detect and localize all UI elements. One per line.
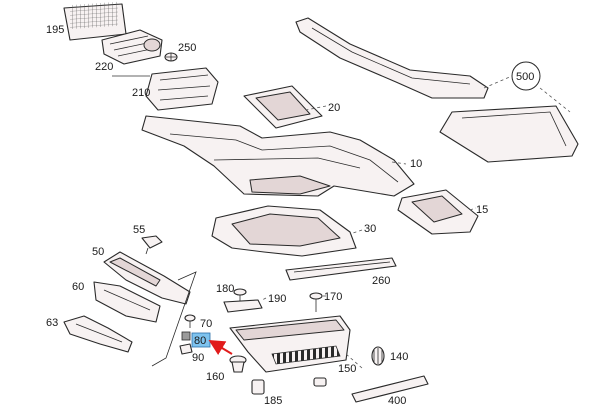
label-15: 15 <box>476 204 488 216</box>
part-150-storage-box[interactable] <box>229 315 351 373</box>
label-10: 10 <box>410 158 422 170</box>
part-30-lower-pan[interactable] <box>211 205 357 257</box>
part-50-side-panel[interactable] <box>103 251 191 305</box>
part-260-rail[interactable] <box>285 257 397 281</box>
label-80: 80 <box>194 335 206 347</box>
part-210-housing[interactable] <box>145 67 219 111</box>
part-15-side-tray[interactable] <box>397 189 479 235</box>
label-60: 60 <box>72 281 84 293</box>
label-30: 30 <box>364 223 376 235</box>
part-250-clip[interactable] <box>164 52 178 62</box>
label-210: 210 <box>132 87 150 99</box>
part-60-trim[interactable] <box>93 281 161 323</box>
part-55-fastener[interactable] <box>141 235 163 255</box>
part-400-strip[interactable] <box>351 375 429 403</box>
label-160: 160 <box>206 371 224 383</box>
label-190: 190 <box>268 293 286 305</box>
part-box-latch[interactable] <box>313 377 327 387</box>
label-150: 150 <box>338 363 356 375</box>
part-10-floor[interactable] <box>141 115 415 197</box>
part-80-fastener-highlighted[interactable]: 80 <box>181 331 211 348</box>
label-260: 260 <box>372 275 390 287</box>
part-160-grommet[interactable] <box>229 355 247 373</box>
label-170: 170 <box>324 291 342 303</box>
label-70: 70 <box>200 318 212 330</box>
part-labels: 195 220 250 210 20 500 10 15 30 55 50 26… <box>46 24 534 407</box>
part-170-screw[interactable] <box>309 292 323 312</box>
label-195: 195 <box>46 24 64 36</box>
leader-lines <box>112 75 571 369</box>
label-220: 220 <box>95 61 113 73</box>
part-70-fastener[interactable] <box>184 314 196 328</box>
part-20-tray[interactable] <box>243 85 323 129</box>
assembly-frame <box>151 271 197 367</box>
part-140-grommet[interactable] <box>371 346 385 366</box>
label-63: 63 <box>46 317 58 329</box>
label-185: 185 <box>264 395 282 407</box>
part-220-duct[interactable] <box>101 29 163 65</box>
part-500-rear-mat[interactable] <box>439 105 579 163</box>
part-190-bracket[interactable] <box>223 299 263 313</box>
label-400: 400 <box>388 395 406 407</box>
label-500: 500 <box>516 71 534 83</box>
part-90-clip[interactable] <box>179 343 193 355</box>
label-55: 55 <box>133 224 145 236</box>
label-90: 90 <box>192 352 204 364</box>
part-185-clip[interactable] <box>251 379 265 395</box>
part-500-carpet[interactable] <box>295 17 489 99</box>
label-20: 20 <box>328 102 340 114</box>
callout-500 <box>511 61 541 91</box>
label-250: 250 <box>178 42 196 54</box>
label-50: 50 <box>92 246 104 258</box>
part-195-grille[interactable] <box>63 1 127 41</box>
part-63-sill[interactable] <box>63 315 133 353</box>
part-180-screw[interactable] <box>233 288 247 305</box>
label-140: 140 <box>390 351 408 363</box>
highlight-arrow <box>208 339 233 356</box>
label-180: 180 <box>216 283 234 295</box>
